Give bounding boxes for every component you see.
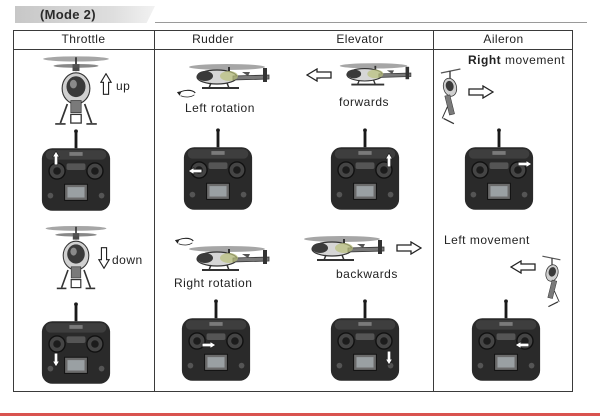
transmitter-icon	[329, 297, 401, 385]
stick-arrow-down-icon	[385, 350, 393, 366]
column-divider	[154, 30, 155, 392]
column-header-aileron: Aileron	[483, 32, 524, 46]
caption-left-movement: Left movement	[444, 233, 530, 247]
stick-arrow-right-icon	[201, 341, 217, 349]
helicopter-side-icon	[186, 240, 278, 274]
helicopter-tilted-icon	[540, 238, 564, 326]
rotation-arrow-icon	[176, 88, 198, 98]
caption-left-rotation: Left rotation	[185, 101, 255, 115]
stick-arrow-down-icon	[52, 352, 60, 368]
column-divider	[433, 30, 434, 392]
caption-right-rotation: Right rotation	[174, 276, 253, 290]
arrow-left-icon	[510, 260, 536, 274]
caption-forwards: forwards	[339, 95, 390, 109]
header-rule	[155, 22, 587, 23]
column-header-elevator: Elevator	[336, 32, 384, 46]
arrow-right-icon	[468, 85, 494, 99]
caption-backwards: backwards	[336, 267, 398, 281]
caption-right-movement-rest: movement	[505, 53, 566, 67]
transmitter-icon	[40, 127, 112, 215]
helicopter-side-icon	[186, 58, 278, 92]
rotation-arrow-icon	[174, 236, 196, 246]
arrow-up-icon	[100, 72, 112, 96]
caption-right-movement-bold: Right	[468, 53, 502, 67]
stick-arrow-left-icon	[514, 341, 530, 349]
controls-table	[13, 30, 573, 392]
transmitter-icon	[470, 297, 542, 385]
header-divider	[13, 49, 573, 50]
transmitter-icon	[329, 126, 401, 214]
caption-up: up	[116, 79, 131, 93]
arrow-down-icon	[98, 246, 110, 270]
helicopter-side-icon	[338, 57, 418, 89]
helicopter-tilted-icon	[437, 52, 463, 142]
mode-tab	[15, 6, 155, 23]
arrow-right-icon	[396, 241, 422, 255]
mode-label: (Mode 2)	[40, 7, 96, 22]
stick-arrow-left-icon	[187, 167, 203, 175]
column-header-throttle: Throttle	[61, 32, 106, 46]
footer-rule	[0, 413, 600, 416]
stick-arrow-up-icon	[385, 152, 393, 168]
helicopter-side-icon	[302, 230, 392, 264]
caption-down: down	[112, 253, 143, 267]
stick-arrow-up-icon	[52, 150, 60, 166]
arrow-left-icon	[306, 68, 332, 82]
transmitter-icon	[40, 300, 112, 388]
stick-arrow-right-icon	[517, 160, 533, 168]
column-header-rudder: Rudder	[192, 32, 234, 46]
caption-right-movement: Right movement	[468, 53, 565, 67]
transmitter-icon	[463, 126, 535, 214]
